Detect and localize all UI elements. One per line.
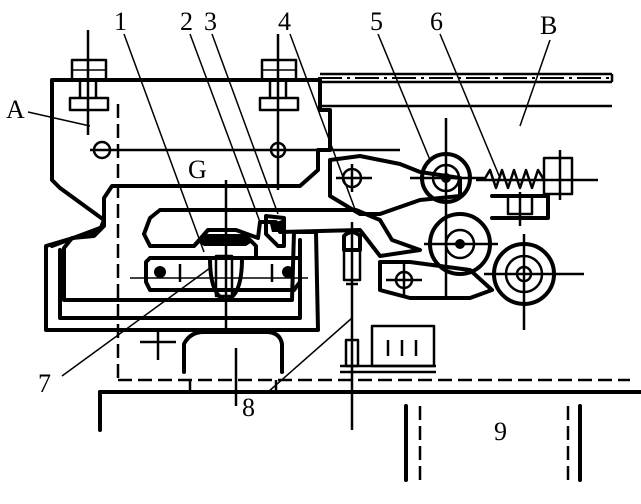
plunger-8 xyxy=(340,222,436,430)
floor-frame xyxy=(98,390,641,482)
lower-mount xyxy=(140,330,284,406)
label-2: 2 xyxy=(180,7,193,36)
label-a: A xyxy=(6,95,25,124)
pulley-right xyxy=(484,234,584,330)
label-7: 7 xyxy=(38,369,51,398)
labels: 1 2 3 4 5 6 B A G 7 8 9 xyxy=(6,7,557,446)
linkage-plate xyxy=(378,260,494,300)
hole-a xyxy=(90,140,400,160)
top-bolt-right xyxy=(258,34,300,190)
label-8: 8 xyxy=(242,393,255,422)
label-5: 5 xyxy=(370,7,383,36)
pulley-middle xyxy=(424,212,498,276)
top-bolt-left xyxy=(68,30,110,135)
label-9: 9 xyxy=(494,417,507,446)
leader-lines xyxy=(27,33,551,393)
label-g: G xyxy=(188,155,207,184)
label-4: 4 xyxy=(278,7,291,36)
label-6: 6 xyxy=(430,7,443,36)
lever-4 xyxy=(328,154,462,216)
label-3: 3 xyxy=(204,7,217,36)
guide-rail-b xyxy=(318,72,614,108)
spring-6 xyxy=(476,150,598,226)
latch-assembly xyxy=(130,180,422,334)
label-1: 1 xyxy=(114,7,127,36)
label-b: B xyxy=(540,11,557,40)
car-outline-dashed xyxy=(116,104,630,382)
